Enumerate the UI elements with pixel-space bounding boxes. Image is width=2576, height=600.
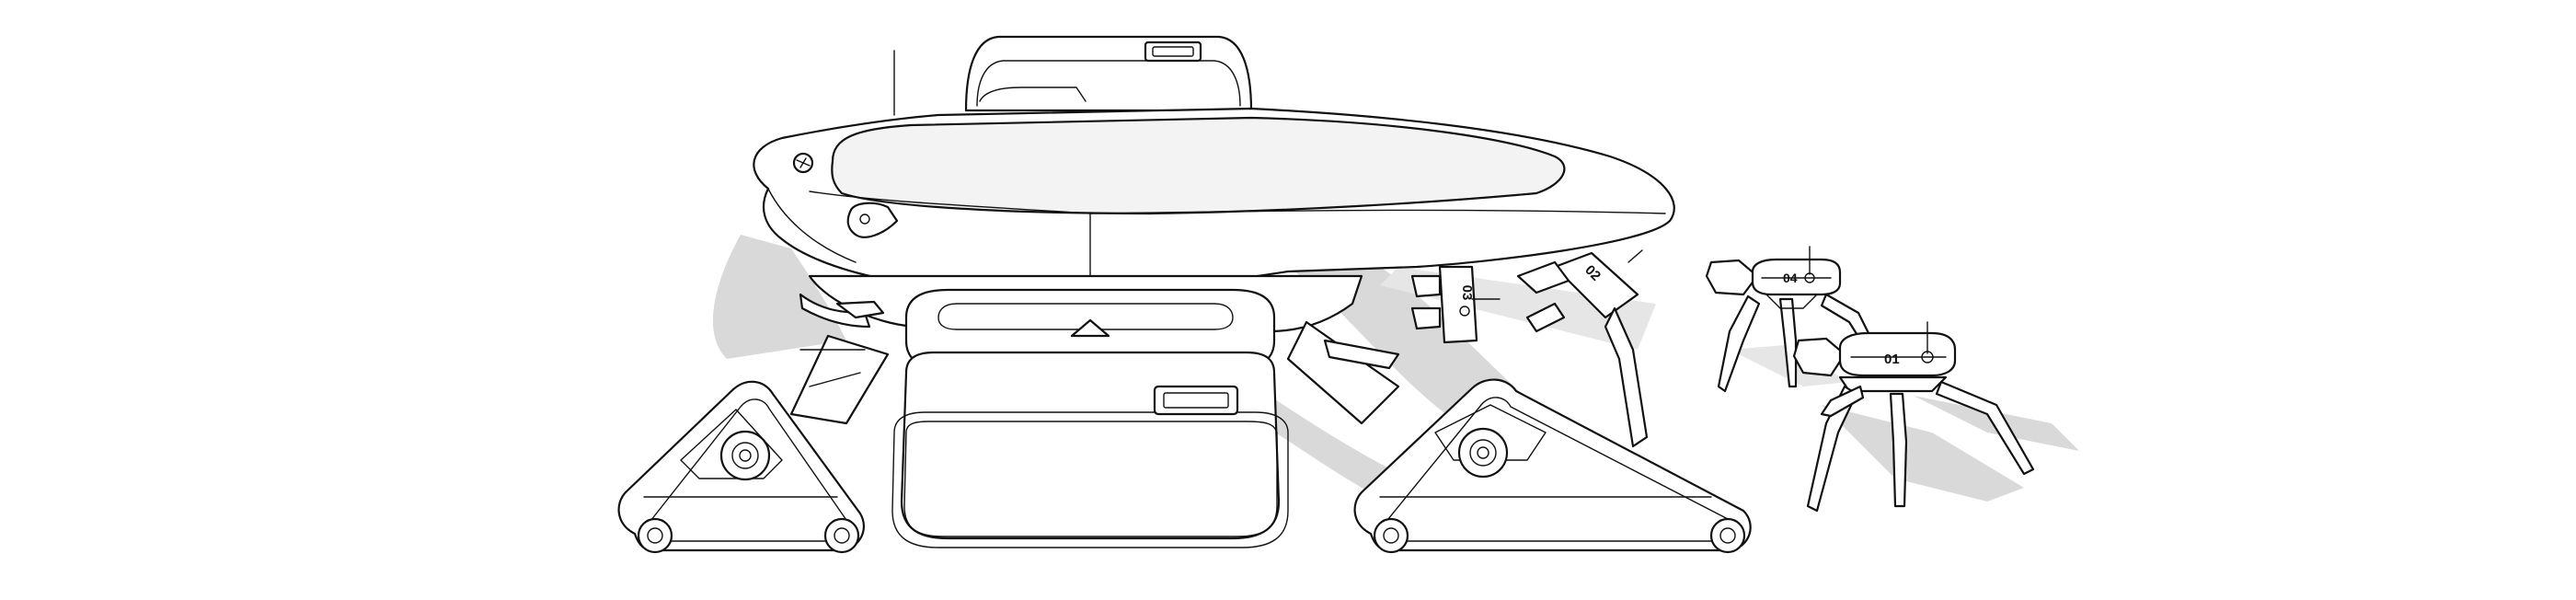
front-crate xyxy=(900,351,1281,540)
right-track xyxy=(1286,320,1752,554)
top-panel xyxy=(831,116,1566,215)
drone-01: 01 xyxy=(1792,331,2035,513)
left-front-wheel xyxy=(637,517,673,554)
module-03-body xyxy=(1438,265,1478,344)
leader-lines xyxy=(893,50,1928,354)
rear-top-box xyxy=(964,35,1253,112)
drone-04-handle xyxy=(1705,259,1759,296)
left-track xyxy=(617,334,890,554)
front-sensor xyxy=(846,202,899,238)
nose-triangle-icon xyxy=(1070,318,1110,338)
main-hull xyxy=(753,35,1675,333)
leader-line-module-02 xyxy=(1627,249,1643,263)
right-front-wheel xyxy=(1373,517,1409,554)
drone-01-label: 01 xyxy=(1884,352,1900,367)
left-drive-wheel xyxy=(719,430,771,481)
module-02-body xyxy=(1553,251,1639,319)
right-rear-wheel xyxy=(1709,517,1746,554)
drone-01-body xyxy=(1838,331,1957,377)
right-track-belt xyxy=(1353,378,1752,552)
drone-04-label: 04 xyxy=(1783,271,1798,285)
left-rear-wheel xyxy=(823,517,860,554)
drone-01-handle xyxy=(1792,337,1846,377)
docked-modules: 03 02 xyxy=(1410,251,1649,448)
module-03-label: 03 xyxy=(1459,285,1475,301)
center-nose xyxy=(891,288,1289,548)
crate-handle xyxy=(1153,385,1239,416)
right-drive-wheel xyxy=(1457,427,1509,479)
drone-04-body xyxy=(1751,258,1842,296)
top-box-handle xyxy=(1144,40,1202,63)
